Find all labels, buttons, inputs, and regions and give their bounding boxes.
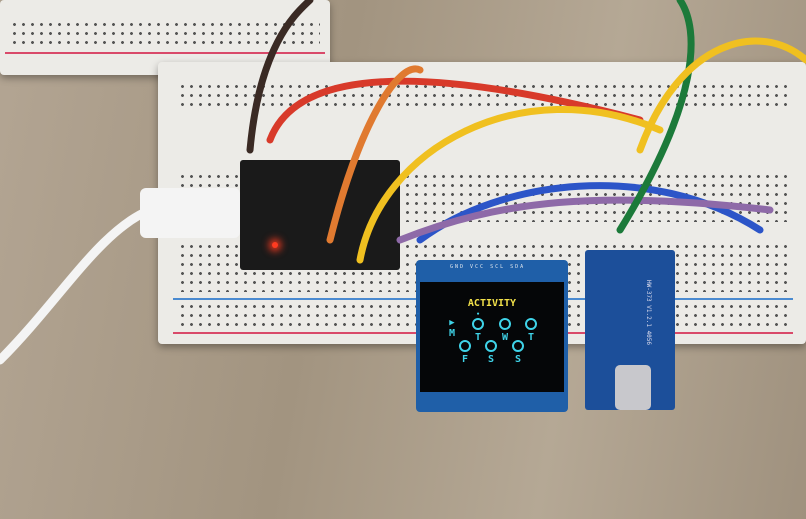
play-icon: ▶ xyxy=(449,318,455,328)
oled-display-module: GND VCC SCL SDA ACTIVITY ▶M •T W T F S S xyxy=(416,260,568,412)
day-tuesday: •T xyxy=(470,312,486,343)
day-wednesday: W xyxy=(497,318,513,343)
screen-title: ACTIVITY xyxy=(467,298,517,309)
charger-label: HW-373 V1.2.1 4056 xyxy=(645,280,652,346)
day-thursday: T xyxy=(523,318,539,343)
usb-c-port xyxy=(615,365,651,410)
charger-module: HW-373 V1.2.1 4056 xyxy=(585,250,675,410)
day-monday: ▶M xyxy=(444,318,460,339)
day-saturday: S xyxy=(483,340,499,365)
dot-marker-icon: • xyxy=(476,311,480,318)
day-sunday: S xyxy=(510,340,526,365)
oled-screen: ACTIVITY ▶M •T W T F S S xyxy=(420,282,564,392)
usb-c-cable xyxy=(140,188,240,238)
power-led xyxy=(272,242,278,248)
day-friday: F xyxy=(457,340,473,365)
oled-pin-labels: GND VCC SCL SDA xyxy=(450,264,526,270)
